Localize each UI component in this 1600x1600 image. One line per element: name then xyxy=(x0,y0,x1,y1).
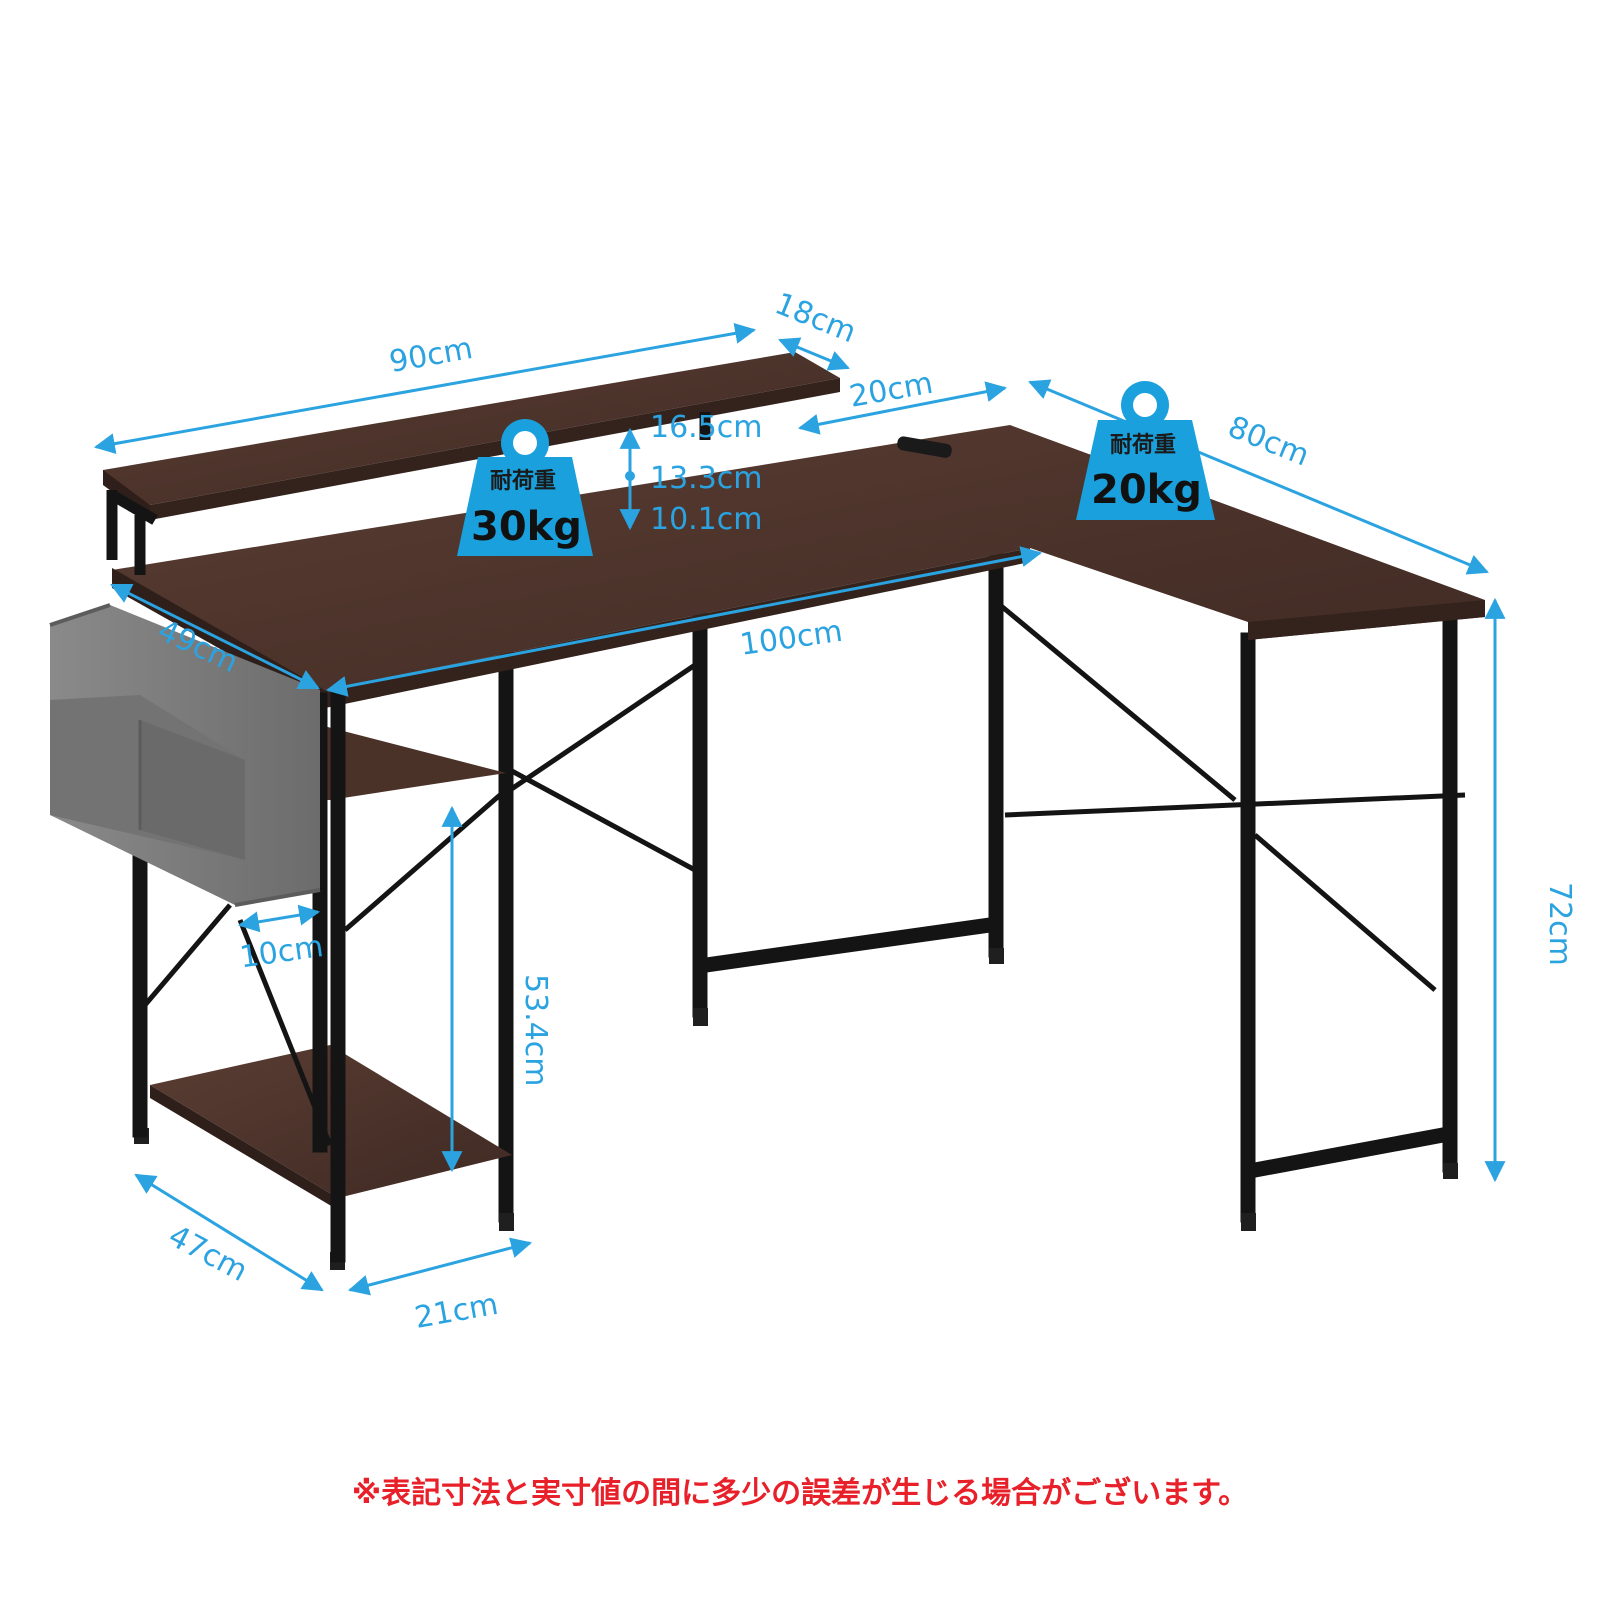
base-depth-label: 47cm xyxy=(163,1219,254,1289)
riser-height-dot xyxy=(625,471,635,481)
load-label-20kg: 耐荷重 xyxy=(1110,433,1176,458)
main-width-line xyxy=(325,546,1043,697)
riser-height-label-high: 16.5cm xyxy=(650,410,763,445)
riser-height-label-low: 10.1cm xyxy=(650,502,763,537)
return-front-edge xyxy=(1248,600,1485,640)
riser-gap-label: 20cm xyxy=(847,366,936,415)
return-length-line xyxy=(1028,379,1489,575)
load-badge-20kg: 耐荷重 20kg xyxy=(1076,381,1215,520)
riser-width-label: 90cm xyxy=(387,331,476,380)
desk-height-label: 72cm xyxy=(1542,882,1577,966)
return-length-label: 80cm xyxy=(1223,410,1314,474)
bag-depth-line xyxy=(237,904,321,933)
bag-depth-label: 10cm xyxy=(238,929,326,975)
riser-gap-line xyxy=(797,381,1008,435)
main-width-label: 100cm xyxy=(738,614,845,663)
dimension-lines xyxy=(93,322,1506,1296)
disclaimer-note: ※表記寸法と実寸値の間に多少の誤差が生じる場合がございます。 xyxy=(351,1476,1249,1511)
base-depth-line xyxy=(134,1173,324,1292)
riser-depth-line xyxy=(778,337,850,371)
load-badge-30kg: 耐荷重 30kg xyxy=(457,419,593,556)
riser-width-line xyxy=(93,322,757,455)
power-outlet xyxy=(897,436,952,458)
shelf-width-line xyxy=(347,1237,533,1296)
main-depth-line xyxy=(110,583,320,690)
desk-illustration xyxy=(49,352,1485,1270)
shelf-width-label: 21cm xyxy=(412,1287,501,1336)
load-value-30kg: 30kg xyxy=(471,504,582,550)
return-legs xyxy=(1240,592,1458,1223)
load-label-30kg: 耐荷重 xyxy=(490,469,556,494)
riser-height-label-mid: 13.3cm xyxy=(650,461,763,496)
shelf-height-label: 53.4cm xyxy=(518,974,553,1087)
weight-icon xyxy=(457,457,593,556)
weight-icon xyxy=(1076,420,1215,520)
load-value-20kg: 20kg xyxy=(1091,467,1202,513)
